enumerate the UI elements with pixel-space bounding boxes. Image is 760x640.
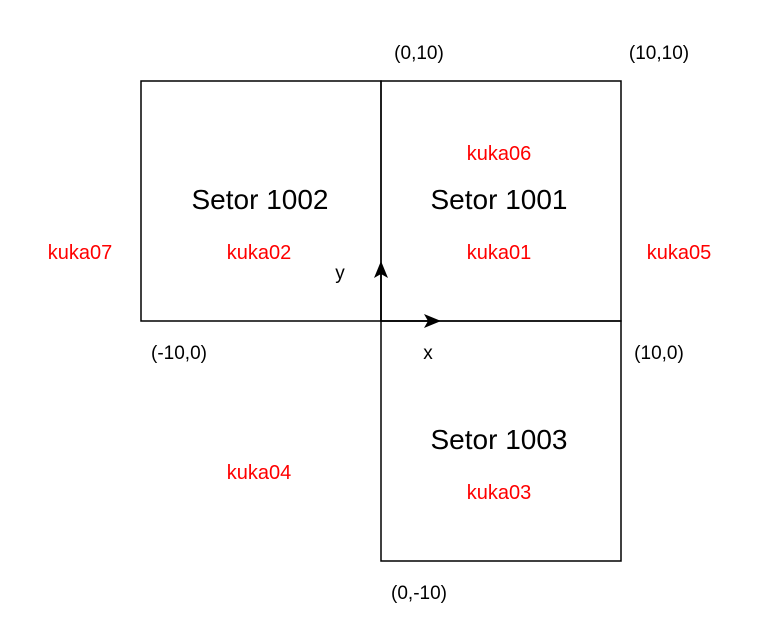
coord-label-top-right: (10,10)	[629, 43, 689, 64]
coord-label-top-center: (0,10)	[394, 43, 444, 64]
sector-label-1001: Setor 1001	[431, 184, 568, 215]
robot-label-kuka04: kuka04	[227, 462, 292, 484]
sector-label-1002: Setor 1002	[192, 184, 329, 215]
coord-label-bottom-center: (0,-10)	[391, 583, 447, 604]
coord-label-right-middle: (10,0)	[634, 343, 684, 364]
x-axis-arrowhead	[424, 314, 441, 328]
sector-label-1003: Setor 1003	[431, 424, 568, 455]
sector-1003-box	[380, 320, 622, 562]
coord-label-left-middle: (-10,0)	[151, 343, 207, 364]
robot-label-kuka03: kuka03	[467, 482, 532, 504]
y-axis-label: y	[335, 263, 345, 284]
robot-label-kuka05: kuka05	[647, 242, 712, 264]
robot-label-kuka02: kuka02	[227, 242, 292, 264]
robot-label-kuka01: kuka01	[467, 242, 532, 264]
y-axis-arrowhead	[374, 261, 388, 278]
robot-label-kuka06: kuka06	[467, 143, 532, 165]
robot-label-kuka07: kuka07	[48, 242, 113, 264]
x-axis-label: x	[423, 343, 433, 364]
